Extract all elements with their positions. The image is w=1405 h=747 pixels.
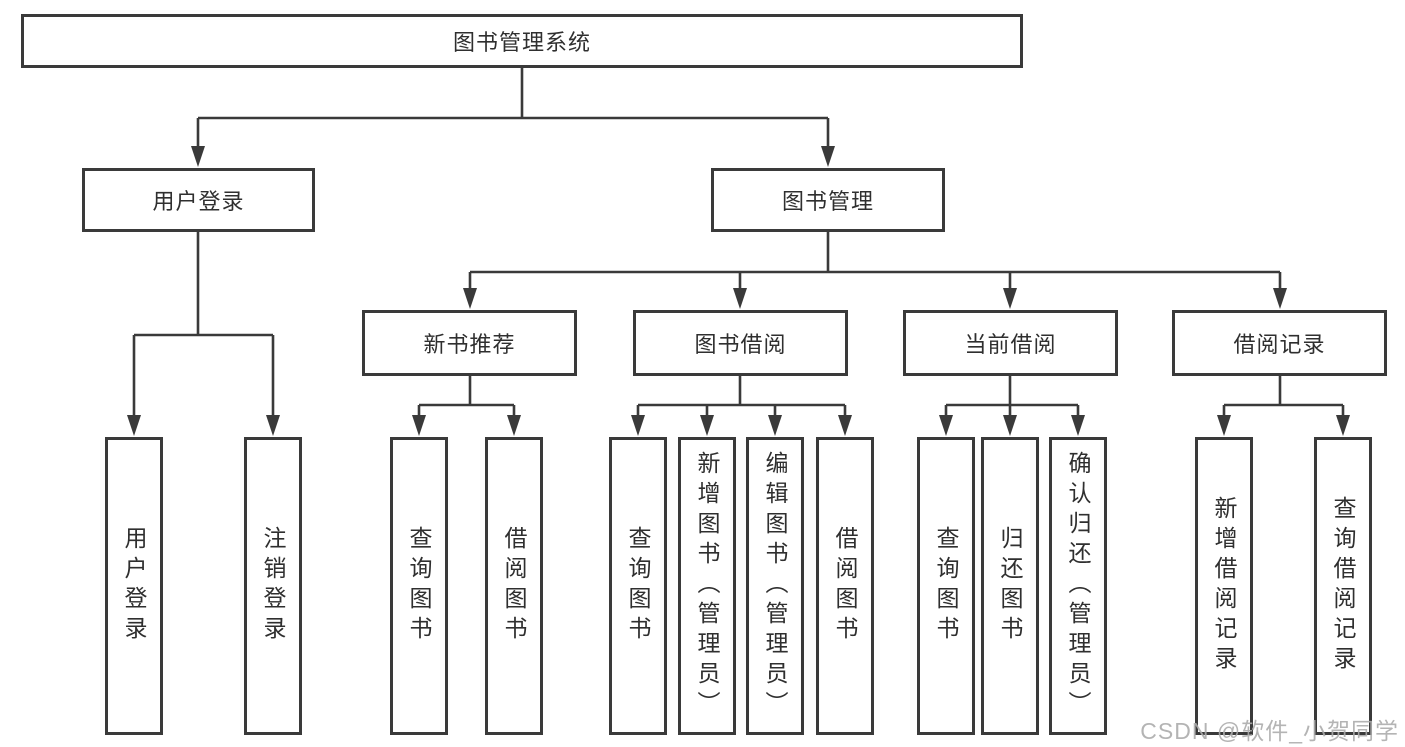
node-current-borrow: 当前借阅 (903, 310, 1118, 376)
node-library-management-system: 图书管理系统 (21, 14, 1023, 68)
leaf-user-login: 用户登录 (105, 437, 163, 735)
leaf-current-confirm-return-admin: 确认归还（管理员） (1049, 437, 1107, 735)
csdn-watermark: CSDN @软件_小贺同学 (1140, 718, 1399, 744)
leaf-borrow-edit-books-admin: 编辑图书（管理员） (746, 437, 804, 735)
leaf-recommend-query-books: 查询图书 (390, 437, 448, 735)
node-new-book-recommend: 新书推荐 (362, 310, 577, 376)
leaf-borrow-borrow-books: 借阅图书 (816, 437, 874, 735)
leaf-current-return-books: 归还图书 (981, 437, 1039, 735)
leaf-borrow-query-books: 查询图书 (609, 437, 667, 735)
leaf-borrow-add-books-admin: 新增图书（管理员） (678, 437, 736, 735)
leaf-recommend-borrow-books: 借阅图书 (485, 437, 543, 735)
leaf-record-query-borrow-record: 查询借阅记录 (1314, 437, 1372, 735)
leaf-logout: 注销登录 (244, 437, 302, 735)
node-user-login: 用户登录 (82, 168, 315, 232)
node-book-management: 图书管理 (711, 168, 945, 232)
leaf-record-add-borrow-record: 新增借阅记录 (1195, 437, 1253, 735)
node-book-borrow: 图书借阅 (633, 310, 848, 376)
node-borrow-record: 借阅记录 (1172, 310, 1387, 376)
leaf-current-query-books: 查询图书 (917, 437, 975, 735)
